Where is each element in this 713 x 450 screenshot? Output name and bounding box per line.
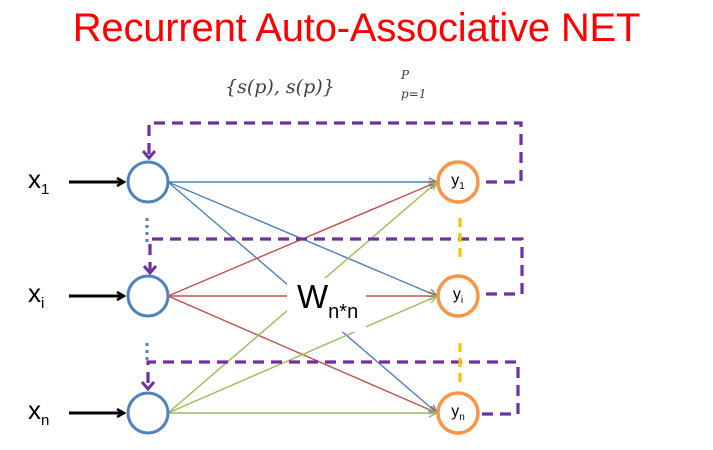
input-arrows	[69, 182, 124, 413]
input-label-xi: xi	[28, 278, 44, 312]
input-symbol: x	[28, 278, 41, 308]
feedback-loops	[148, 121, 524, 416]
output-index: n	[459, 412, 465, 423]
input-index: i	[41, 295, 45, 312]
formula-superscript: P	[401, 68, 410, 82]
input-node-xi	[126, 274, 170, 318]
output-node-yn	[436, 391, 480, 435]
weight-subscript: n*n	[328, 301, 359, 323]
output-node-y1	[436, 160, 480, 204]
feedback-yi-to-xi	[150, 237, 524, 296]
input-node-xn	[126, 391, 170, 435]
output-nodes	[436, 160, 480, 435]
input-index: 1	[41, 181, 50, 198]
feedback-y1-to-x1	[149, 121, 523, 184]
page-title: Recurrent Auto-Associative NET	[72, 6, 641, 50]
formula-subscript: p=1	[401, 87, 427, 101]
output-symbol: y	[451, 403, 460, 420]
output-label-yn: yn	[443, 403, 473, 423]
output-label-yi: yi	[443, 286, 473, 306]
output-symbol: y	[451, 172, 460, 189]
weight-symbol: W	[297, 278, 329, 315]
output-symbol: y	[452, 286, 461, 303]
edge-xn-yi	[167, 296, 437, 414]
training-set-formula: {s(p), s(p)} P p=1	[225, 68, 426, 101]
input-label-x1: x1	[28, 164, 49, 198]
input-label-xn: xn	[28, 395, 49, 429]
output-index: i	[460, 295, 464, 306]
formula-main: {s(p), s(p)}	[225, 76, 335, 98]
feedback-yn-to-xn	[148, 360, 520, 416]
input-index: n	[41, 412, 50, 429]
output-label-y1: y1	[443, 172, 473, 192]
input-symbol: x	[28, 395, 41, 425]
input-node-x1	[126, 160, 170, 204]
input-symbol: x	[28, 164, 41, 194]
output-index: 1	[459, 181, 465, 192]
output-node-yi	[436, 274, 480, 318]
input-nodes	[126, 160, 170, 435]
weight-matrix-label: Wn*n	[287, 278, 367, 332]
